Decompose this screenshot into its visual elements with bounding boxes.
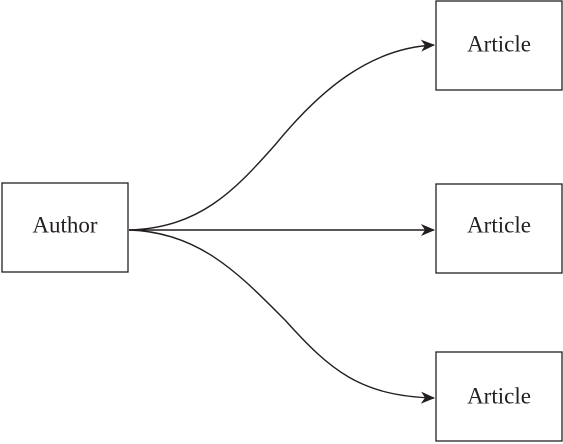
author-node: Author xyxy=(1,182,129,273)
edge-author-to-article-1 xyxy=(128,39,435,231)
author-label: Author xyxy=(32,212,98,237)
article-box xyxy=(435,351,563,442)
article-label: Article xyxy=(467,383,531,408)
article-node-1: Article xyxy=(435,0,563,91)
article-box xyxy=(435,0,563,91)
edge-author-to-article-3 xyxy=(128,229,435,404)
article-label: Article xyxy=(467,212,531,237)
article-node-2: Article xyxy=(435,183,563,274)
edges xyxy=(128,39,435,404)
article-node-3: Article xyxy=(435,351,563,442)
article-label: Article xyxy=(467,31,531,56)
article-box xyxy=(435,183,563,274)
author-box xyxy=(1,182,129,273)
